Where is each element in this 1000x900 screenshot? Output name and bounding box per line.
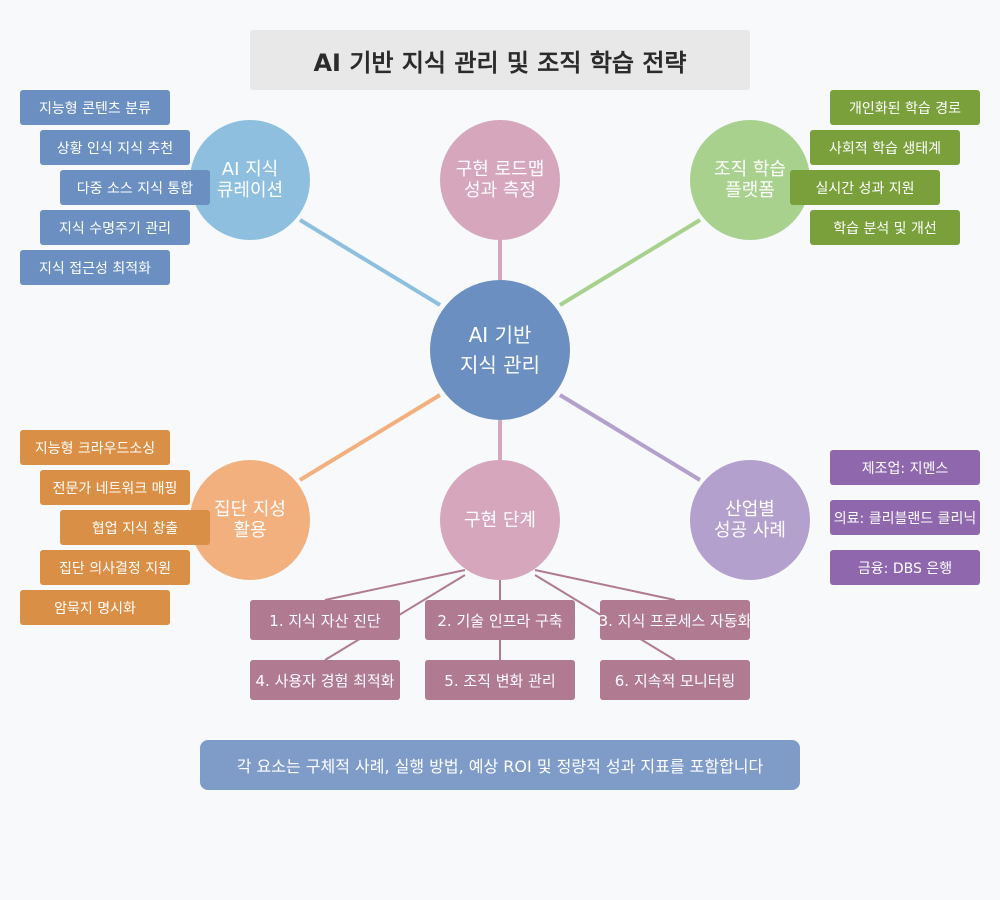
curation-item-3: 다중 소스 지식 통합: [60, 170, 210, 205]
step-box-1: 1. 지식 자산 진단: [250, 600, 400, 640]
node-ai-curation: AI 지식 큐레이션: [190, 120, 310, 240]
learning-item-2: 사회적 학습 생태계: [810, 130, 960, 165]
diagram-title: AI 기반 지식 관리 및 조직 학습 전략: [250, 30, 750, 90]
learning-item-1: 개인화된 학습 경로: [830, 90, 980, 125]
step-box-2: 2. 기술 인프라 구축: [425, 600, 575, 640]
curation-item-5: 지식 접근성 최적화: [20, 250, 170, 285]
curation-item-1: 지능형 콘텐츠 분류: [20, 90, 170, 125]
node-industry-cases: 산업별 성공 사례: [690, 460, 810, 580]
learning-item-3: 실시간 성과 지원: [790, 170, 940, 205]
node-implementation-steps: 구현 단계: [440, 460, 560, 580]
connector-collective: [298, 393, 442, 482]
collective-item-3: 협업 지식 창출: [60, 510, 210, 545]
industry-item-1: 제조업: 지멘스: [830, 450, 980, 485]
collective-item-1: 지능형 크라우드소싱: [20, 430, 170, 465]
step-connector-1: [324, 569, 466, 601]
connector-learning: [558, 218, 702, 307]
step-box-5: 5. 조직 변화 관리: [425, 660, 575, 700]
curation-item-2: 상황 인식 지식 추천: [40, 130, 190, 165]
step-box-6: 6. 지속적 모니터링: [600, 660, 750, 700]
step-box-4: 4. 사용자 경험 최적화: [250, 660, 400, 700]
collective-item-5: 암묵지 명시화: [20, 590, 170, 625]
footer-note: 각 요소는 구체적 사례, 실행 방법, 예상 ROI 및 정량적 성과 지표를…: [200, 740, 800, 790]
collective-item-2: 전문가 네트워크 매핑: [40, 470, 190, 505]
connector-curation: [298, 218, 442, 307]
node-roadmap: 구현 로드맵 성과 측정: [440, 120, 560, 240]
step-box-3: 3. 지식 프로세스 자동화: [600, 600, 750, 640]
node-center: AI 기반 지식 관리: [430, 280, 570, 420]
industry-item-3: 금융: DBS 은행: [830, 550, 980, 585]
step-connector-3: [534, 569, 676, 601]
node-learning-platform: 조직 학습 플랫폼: [690, 120, 810, 240]
connector-industry: [558, 393, 702, 482]
learning-item-4: 학습 분석 및 개선: [810, 210, 960, 245]
node-collective-intelligence: 집단 지성 활용: [190, 460, 310, 580]
collective-item-4: 집단 의사결정 지원: [40, 550, 190, 585]
curation-item-4: 지식 수명주기 관리: [40, 210, 190, 245]
industry-item-2: 의료: 클리블랜드 클리닉: [830, 500, 980, 535]
